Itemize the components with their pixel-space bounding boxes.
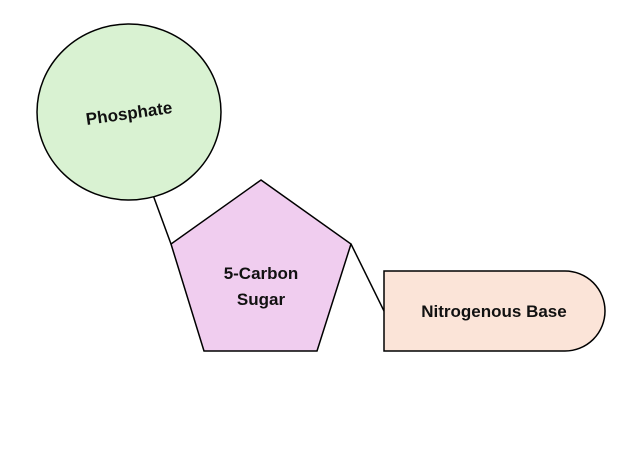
sugar-label-line1: 5-Carbon	[224, 264, 299, 283]
phosphate-sugar-bond	[152, 194, 172, 245]
base-label: Nitrogenous Base	[421, 302, 566, 321]
sugar-label-line2: Sugar	[237, 290, 286, 309]
phosphate-circle	[36, 23, 222, 201]
base-shape	[383, 270, 606, 352]
sugar-base-bond	[350, 243, 385, 312]
sugar-pentagon	[170, 179, 352, 352]
